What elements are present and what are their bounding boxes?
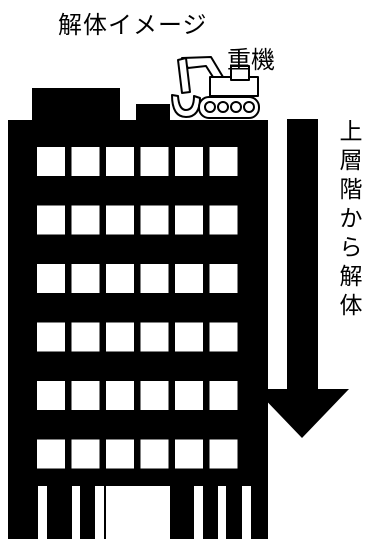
window — [37, 439, 65, 469]
window — [209, 264, 238, 293]
track-wheel — [243, 101, 255, 113]
window — [37, 147, 65, 176]
roof-block-left — [32, 88, 120, 124]
window — [209, 439, 238, 469]
track-wheel — [217, 101, 229, 113]
diagram-title: 解体イメージ — [58, 11, 208, 39]
ground-window-slit — [218, 486, 226, 539]
window — [140, 381, 169, 410]
track-wheel — [230, 101, 242, 113]
excavator-cab — [230, 65, 250, 81]
ground-window-slit — [38, 486, 47, 539]
excavator-icon — [171, 56, 260, 119]
down-arrow-icon — [255, 119, 349, 438]
window — [209, 322, 238, 352]
track-wheel — [204, 101, 216, 113]
window — [71, 381, 100, 410]
excavator-bucket — [171, 94, 201, 118]
window — [37, 322, 65, 352]
window-grid — [37, 147, 238, 469]
window — [175, 322, 203, 352]
building — [8, 88, 268, 539]
window — [175, 264, 203, 293]
ground-window-slit — [194, 486, 203, 539]
direction-label: 上層階から解体 — [339, 119, 363, 319]
window — [71, 147, 100, 176]
window — [106, 381, 134, 410]
window — [106, 147, 134, 176]
ground-window-slit — [72, 486, 80, 539]
window — [209, 147, 238, 176]
window — [175, 381, 203, 410]
window — [209, 205, 238, 235]
ground-floor-openings — [38, 486, 251, 539]
window — [37, 264, 65, 293]
window — [71, 205, 100, 235]
window — [71, 322, 100, 352]
window — [175, 439, 203, 469]
window — [140, 322, 169, 352]
window — [37, 381, 65, 410]
window — [71, 439, 100, 469]
window — [37, 205, 65, 235]
roof-block-small — [136, 104, 170, 124]
window — [175, 147, 203, 176]
window — [71, 264, 100, 293]
window — [140, 439, 169, 469]
entrance-door — [138, 486, 170, 539]
machine-label: 重機 — [227, 46, 275, 74]
window — [106, 439, 134, 469]
window — [106, 264, 134, 293]
excavator-stick — [177, 57, 191, 94]
window — [140, 205, 169, 235]
window — [209, 381, 238, 410]
excavator-tracks — [198, 96, 260, 119]
window — [106, 322, 134, 352]
window — [140, 264, 169, 293]
window — [175, 205, 203, 235]
ground-window-slit — [242, 486, 251, 539]
entrance-door — [106, 486, 138, 539]
window — [106, 205, 134, 235]
ground-window-slit — [95, 486, 104, 539]
window — [140, 147, 169, 176]
